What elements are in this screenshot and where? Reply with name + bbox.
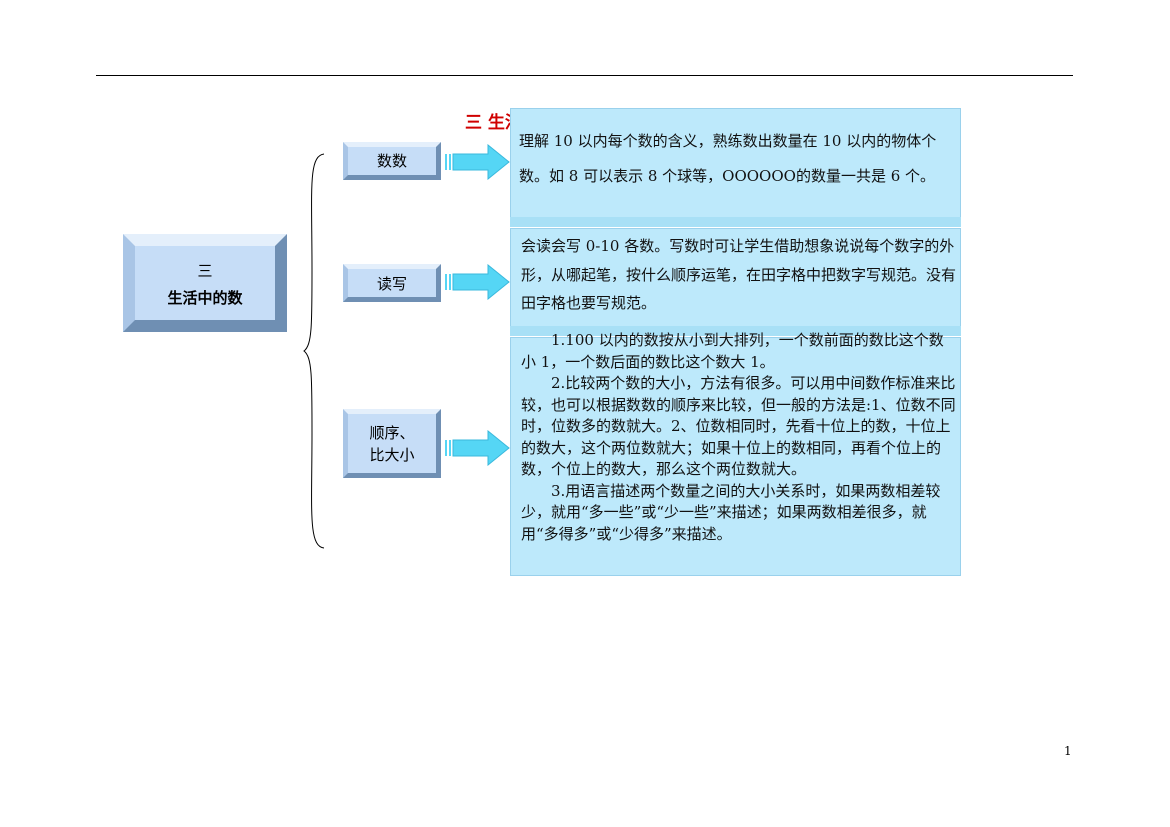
content-order-compare-text: 1.100 以内的数按从小到大排列，一个数前面的数比这个数小 1，一个数后面的数… [521,330,957,545]
content-panel-order-compare [510,337,961,576]
panel-separator [510,217,961,227]
brace-connector [303,153,325,549]
branch-order-label-line2: 比大小 [369,446,415,464]
branch-order-compare-box: 顺序、 比大小 [343,409,441,478]
content-panel-counting [510,108,961,220]
panel-separator [510,326,961,336]
content-order-point-1: 1.100 以内的数按从小到大排列，一个数前面的数比这个数小 1，一个数后面的数… [521,331,944,371]
content-order-point-2: 2.比较两个数的大小，方法有很多。可以用中间数作标准来比较，也可以根据数数的顺序… [521,374,956,478]
root-topic-title: 生活中的数 [167,289,243,307]
branch-reading-writing-label: 读写 [376,275,407,293]
page-number: 1 [1064,744,1072,758]
root-topic-box: 三 生活中的数 [123,234,287,332]
arrow-right-icon [445,430,510,466]
content-reading-writing-text: 会读会写 0-10 各数。写数时可让学生借助想象说说每个数字的外形，从哪起笔，按… [521,237,957,312]
content-counting-text: 理解 10 以内每个数的含义，熟练数出数量在 10 以内的物体个数。如 8 可以… [519,132,937,185]
content-order-point-3: 3.用语言描述两个数量之间的大小关系时，如果两数相差较少，就用“多一些”或“少一… [521,481,941,543]
arrow-right-icon [445,144,510,180]
branch-counting-label: 数数 [376,152,407,170]
content-panel-reading-writing [510,228,961,328]
arrow-right-icon [445,264,510,300]
branch-reading-writing-box: 读写 [343,264,441,302]
root-topic-number: 三 [197,262,213,280]
branch-counting-box: 数数 [343,142,441,180]
branch-order-label-line1: 顺序、 [369,424,415,442]
header-rule [96,75,1073,76]
